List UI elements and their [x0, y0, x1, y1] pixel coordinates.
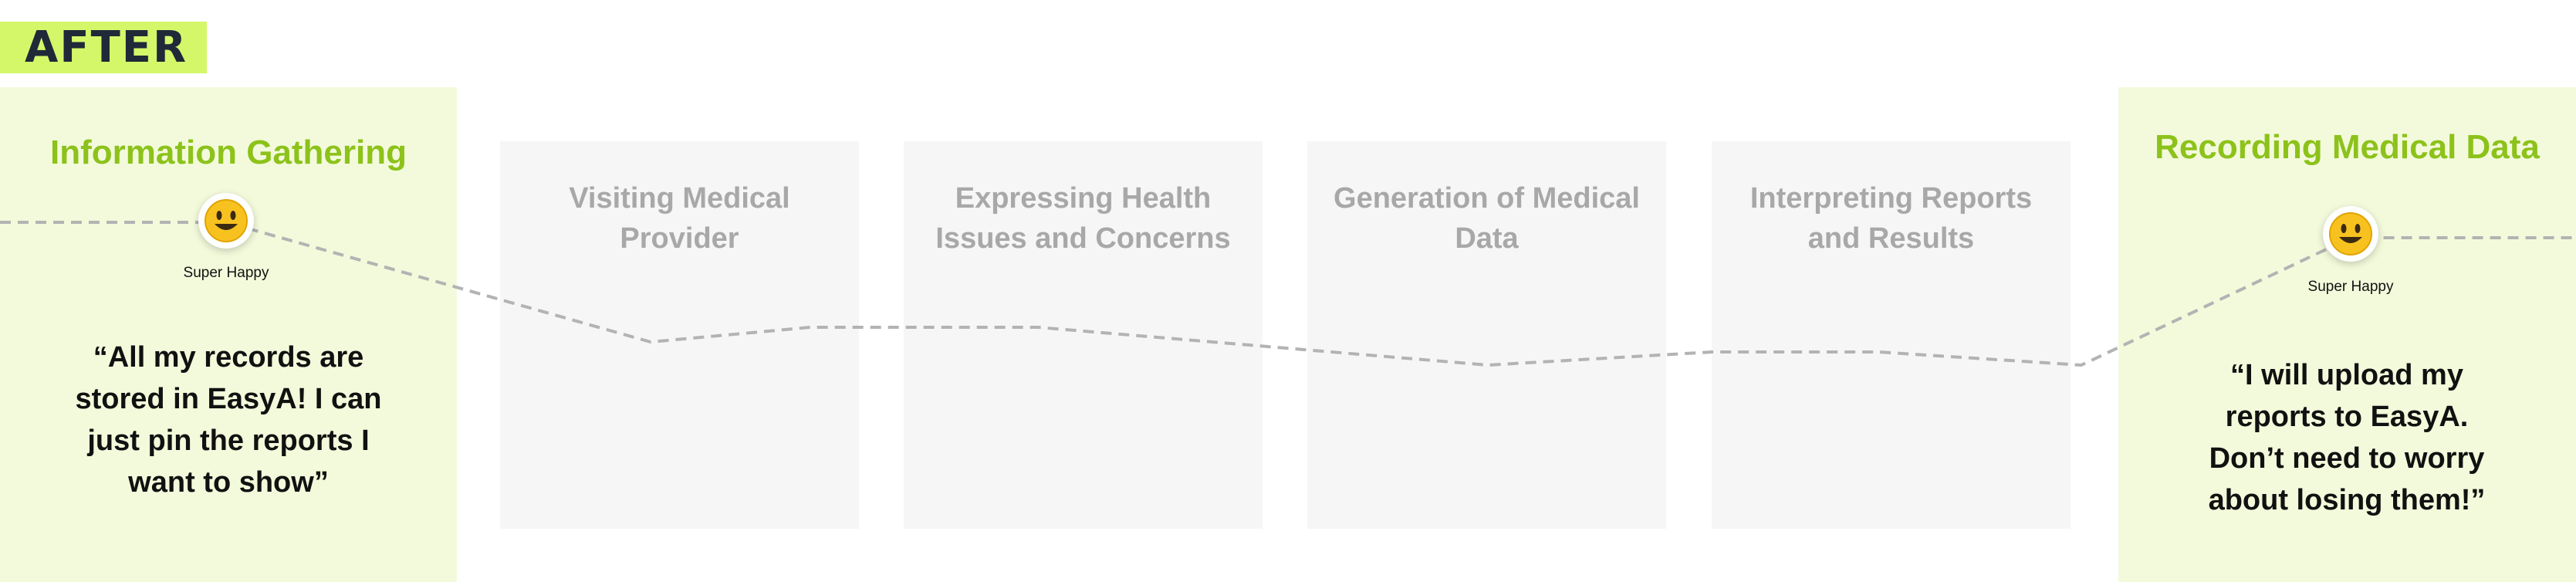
- left-phase-title: Information Gathering: [50, 134, 407, 171]
- right-quote-line: Don’t need to worry: [2209, 442, 2485, 475]
- emotion-label: Super Happy: [183, 265, 269, 281]
- right-quote-line: reports to EasyA.: [2225, 401, 2469, 433]
- stage-title: Visiting Medical Provider: [516, 178, 843, 259]
- right-quote-line: about losing them!”: [2208, 484, 2486, 516]
- left-quote-line: stored in EasyA! I can: [75, 383, 382, 415]
- stage-card-interpreting-reports: Interpreting Reports and Results: [1712, 141, 2071, 529]
- stage-title-line: Data: [1455, 222, 1519, 255]
- stage-title-line: Expressing Health: [955, 182, 1212, 215]
- stage-card-generation-data: Generation of Medical Data: [1307, 141, 1666, 529]
- right-phase-panel: Recording Medical Data “I will upload my…: [2118, 87, 2576, 582]
- stage-title-line: Generation of Medical: [1334, 182, 1640, 215]
- stage-title: Generation of Medical Data: [1323, 178, 1651, 259]
- left-quote-line: want to show”: [128, 466, 329, 499]
- after-tag: AFTER: [0, 22, 207, 73]
- left-quote-line: “All my records are: [93, 341, 364, 374]
- after-tag-label: AFTER: [25, 22, 188, 73]
- stage-title-line: Interpreting Reports: [1749, 182, 2033, 215]
- right-quote-line: “I will upload my: [2230, 359, 2463, 391]
- right-phase-title: Recording Medical Data: [2155, 128, 2540, 166]
- left-quote: “All my records are stored in EasyA! I c…: [35, 337, 421, 503]
- smiling-face-icon: [198, 193, 254, 249]
- emotion-label: Super Happy: [2307, 279, 2394, 295]
- stage-title: Interpreting Reports and Results: [1727, 178, 2055, 259]
- stage-title-line: Provider: [620, 222, 739, 255]
- stage-card-visiting-provider: Visiting Medical Provider: [500, 141, 859, 529]
- stage-card-expressing-issues: Expressing Health Issues and Concerns: [904, 141, 1263, 529]
- left-phase-panel: Information Gathering “All my records ar…: [0, 87, 457, 582]
- right-quote: “I will upload my reports to EasyA. Don’…: [2154, 354, 2540, 521]
- stage-title: Expressing Health Issues and Concerns: [919, 178, 1247, 259]
- stage-title-line: Issues and Concerns: [935, 222, 1231, 255]
- stage-title-line: Visiting Medical: [569, 182, 790, 215]
- left-quote-line: just pin the reports I: [87, 425, 370, 457]
- smiling-face-icon: [2323, 206, 2378, 262]
- stage-title-line: and Results: [1807, 222, 1975, 255]
